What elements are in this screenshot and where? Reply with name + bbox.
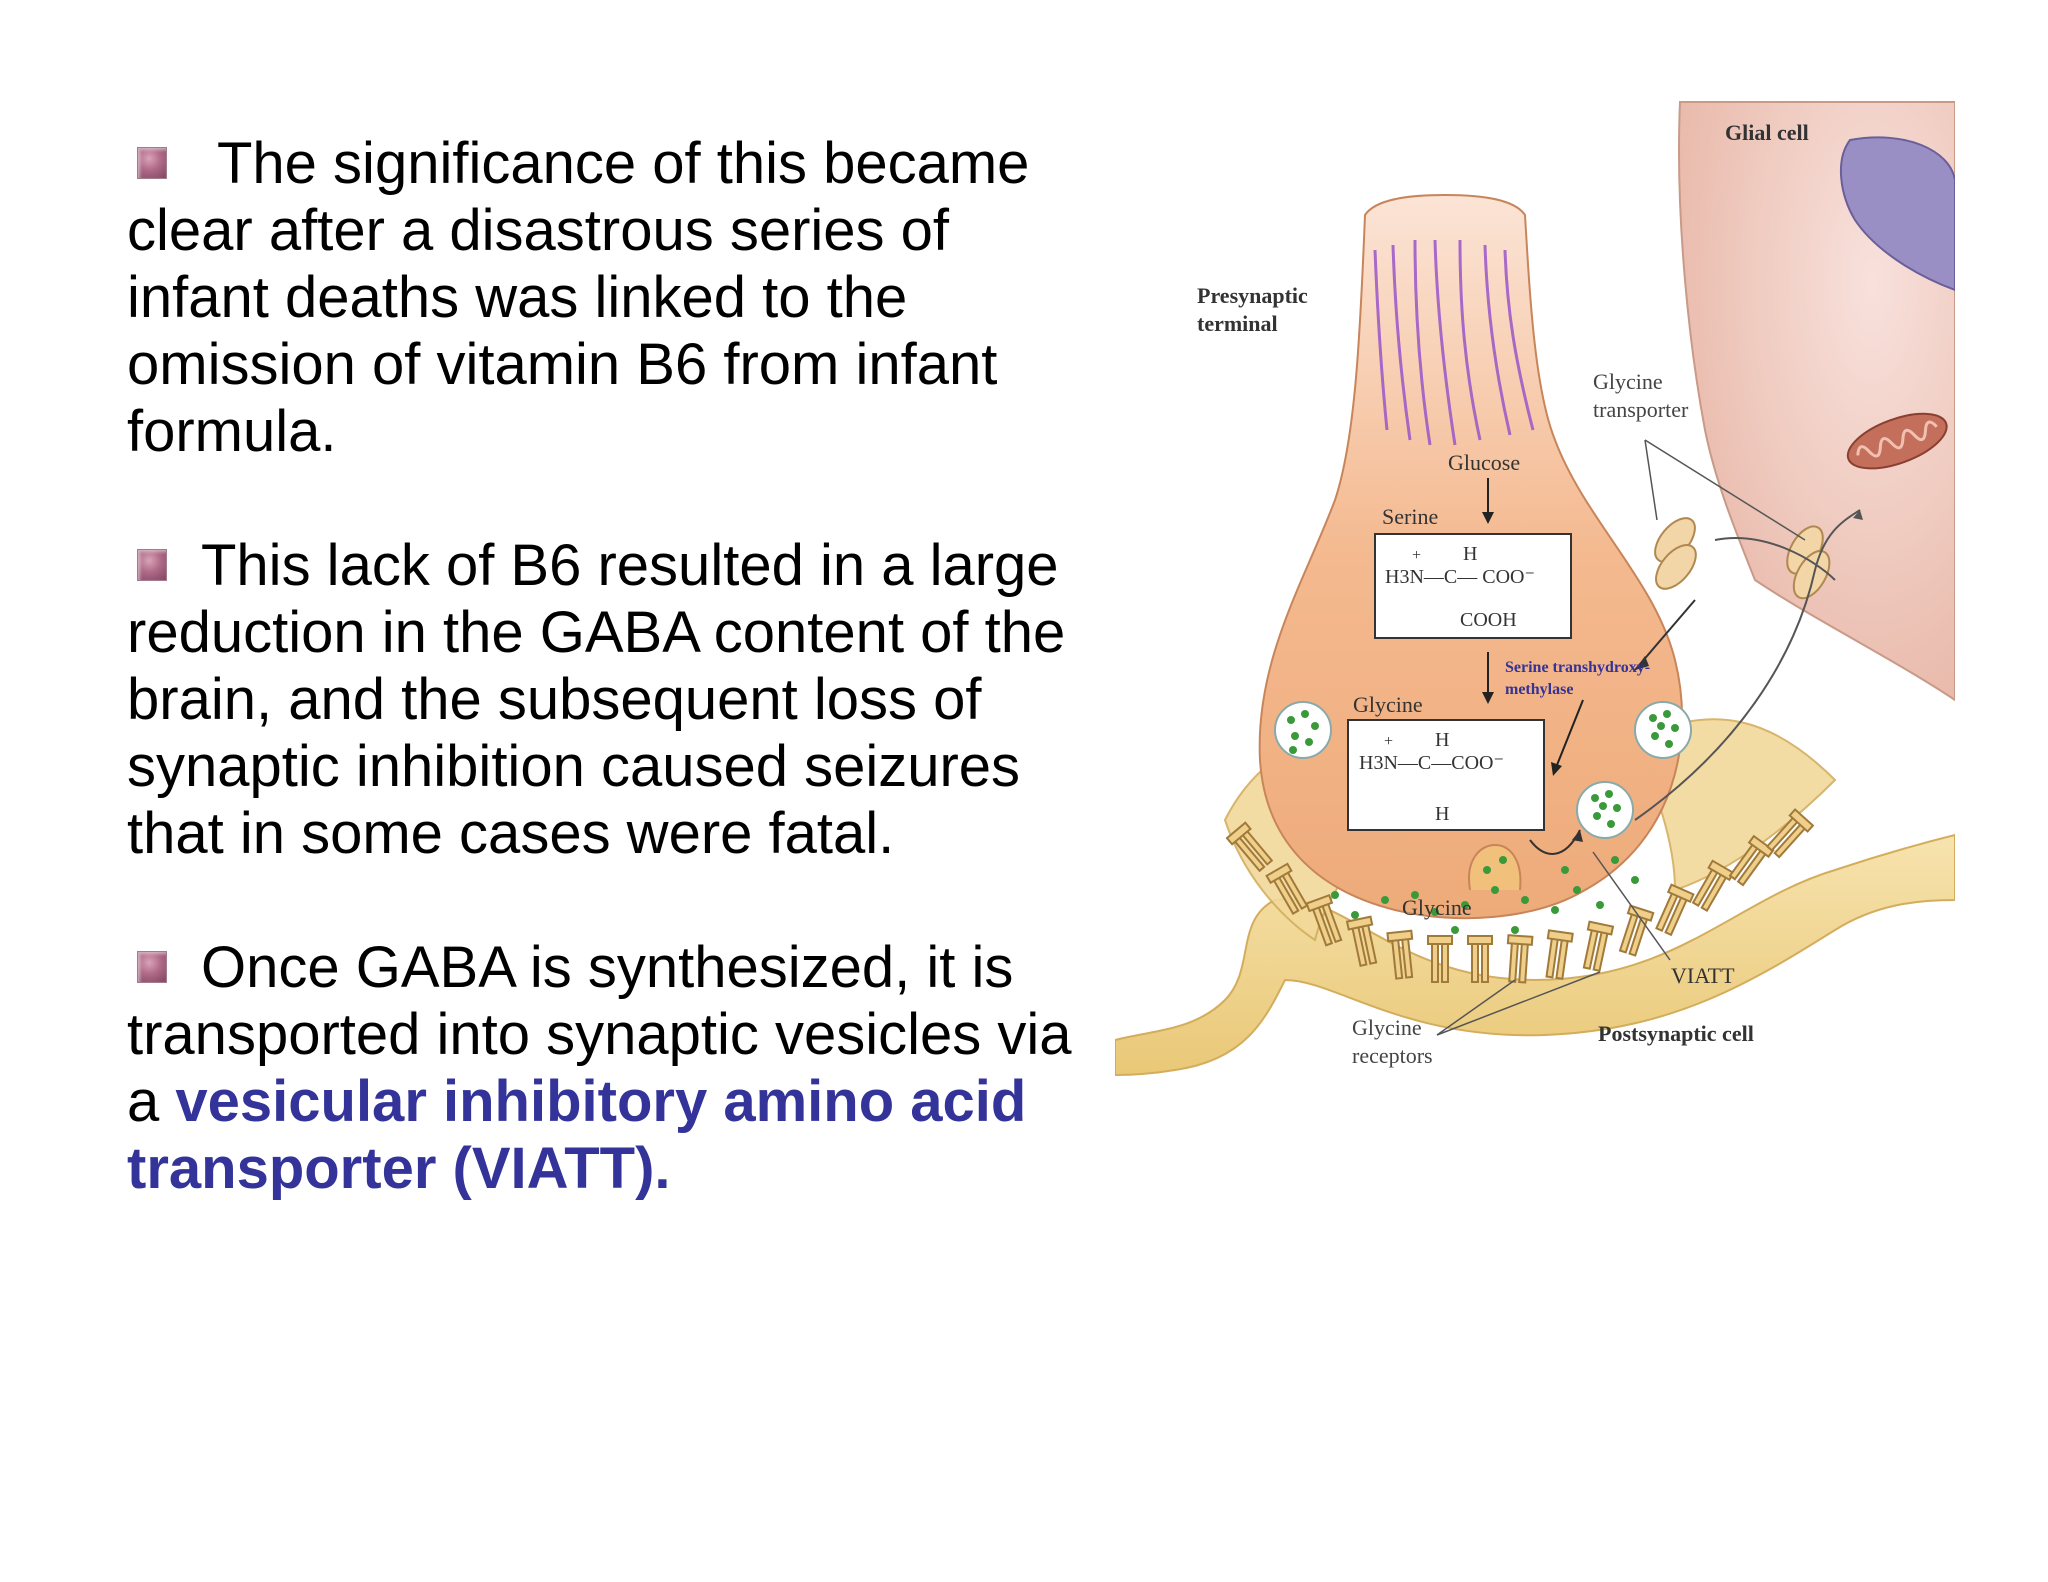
glycine-receptors	[1225, 808, 1815, 984]
paragraph-1: The significance of this became clear af…	[127, 130, 1077, 465]
glucose-label: Glucose	[1448, 450, 1520, 475]
vesicle-fusing	[1576, 781, 1634, 839]
serine-formula-h-top: H	[1463, 543, 1477, 565]
glycine-transporter-label-1: Glycine	[1593, 369, 1663, 394]
glycine-receptors-label-2: receptors	[1352, 1043, 1433, 1068]
presynaptic-terminal-label-1: Presynaptic	[1197, 283, 1308, 308]
vesicle-right	[1634, 701, 1692, 759]
paragraph-2-text: This lack of B6 resulted in a large redu…	[127, 533, 1066, 866]
enzyme-label-2: methylase	[1505, 681, 1573, 698]
glycine-transporter-label-2: transporter	[1593, 397, 1689, 422]
glycine-receptors-label-1: Glycine	[1352, 1015, 1422, 1040]
serine-label: Serine	[1382, 504, 1438, 529]
viatt-label: VIATT	[1671, 963, 1735, 988]
mitochondrion	[1846, 412, 1948, 470]
glycine-formula-main: H3N—C—COO⁻	[1359, 752, 1504, 774]
paragraph-1-text: The significance of this became clear af…	[127, 131, 1030, 464]
glial-cell-label: Glial cell	[1725, 120, 1809, 145]
glycine-synapse-diagram: Glial cell Presynaptic terminal Glycine …	[1115, 101, 1955, 1076]
microtubules	[1373, 239, 1535, 446]
paragraph-2: This lack of B6 resulted in a large redu…	[127, 532, 1077, 867]
vesicle-left	[1274, 701, 1332, 759]
enzyme-label-1: Serine transhydroxy-	[1505, 659, 1650, 676]
presynaptic-terminal-label-2: terminal	[1197, 311, 1278, 336]
glycine-molecules	[1331, 856, 1639, 934]
glycine-formula-h-bottom: H	[1435, 803, 1449, 825]
exocytosis-bulge	[1468, 843, 1522, 891]
paragraph-3-text: Once GABA is synthesized, it is transpor…	[127, 935, 1072, 1134]
bullet-icon	[137, 147, 167, 179]
glycine-reuptake-arrow	[1634, 509, 1861, 821]
bullet-icon	[137, 549, 167, 581]
glycine-formula-h-top: H	[1435, 729, 1449, 751]
postsynaptic-cell-label: Postsynaptic cell	[1598, 1021, 1754, 1046]
paragraph-3: Once GABA is synthesized, it is transpor…	[127, 934, 1077, 1202]
serine-formula-cooh: COOH	[1460, 609, 1517, 631]
bullet-icon	[137, 951, 167, 983]
viatt-highlight: vesicular inhibitory amino acid transpor…	[127, 1069, 1027, 1201]
glycine-formula-plus: +	[1384, 733, 1393, 750]
glycine-formula-box	[1347, 719, 1545, 831]
glycine-transporter-presynaptic	[1654, 517, 1697, 590]
glycine-label-top: Glycine	[1353, 692, 1423, 717]
text-column: The significance of this became clear af…	[127, 130, 1077, 1202]
serine-formula-plus: +	[1412, 547, 1421, 564]
serine-formula-box	[1374, 533, 1572, 639]
glial-nucleus	[1839, 136, 1955, 292]
serine-formula-main: H3N—C— COO⁻	[1385, 566, 1535, 588]
glycine-cleft-label: Glycine	[1402, 895, 1472, 920]
glycine-transporter-glial	[1786, 525, 1831, 600]
